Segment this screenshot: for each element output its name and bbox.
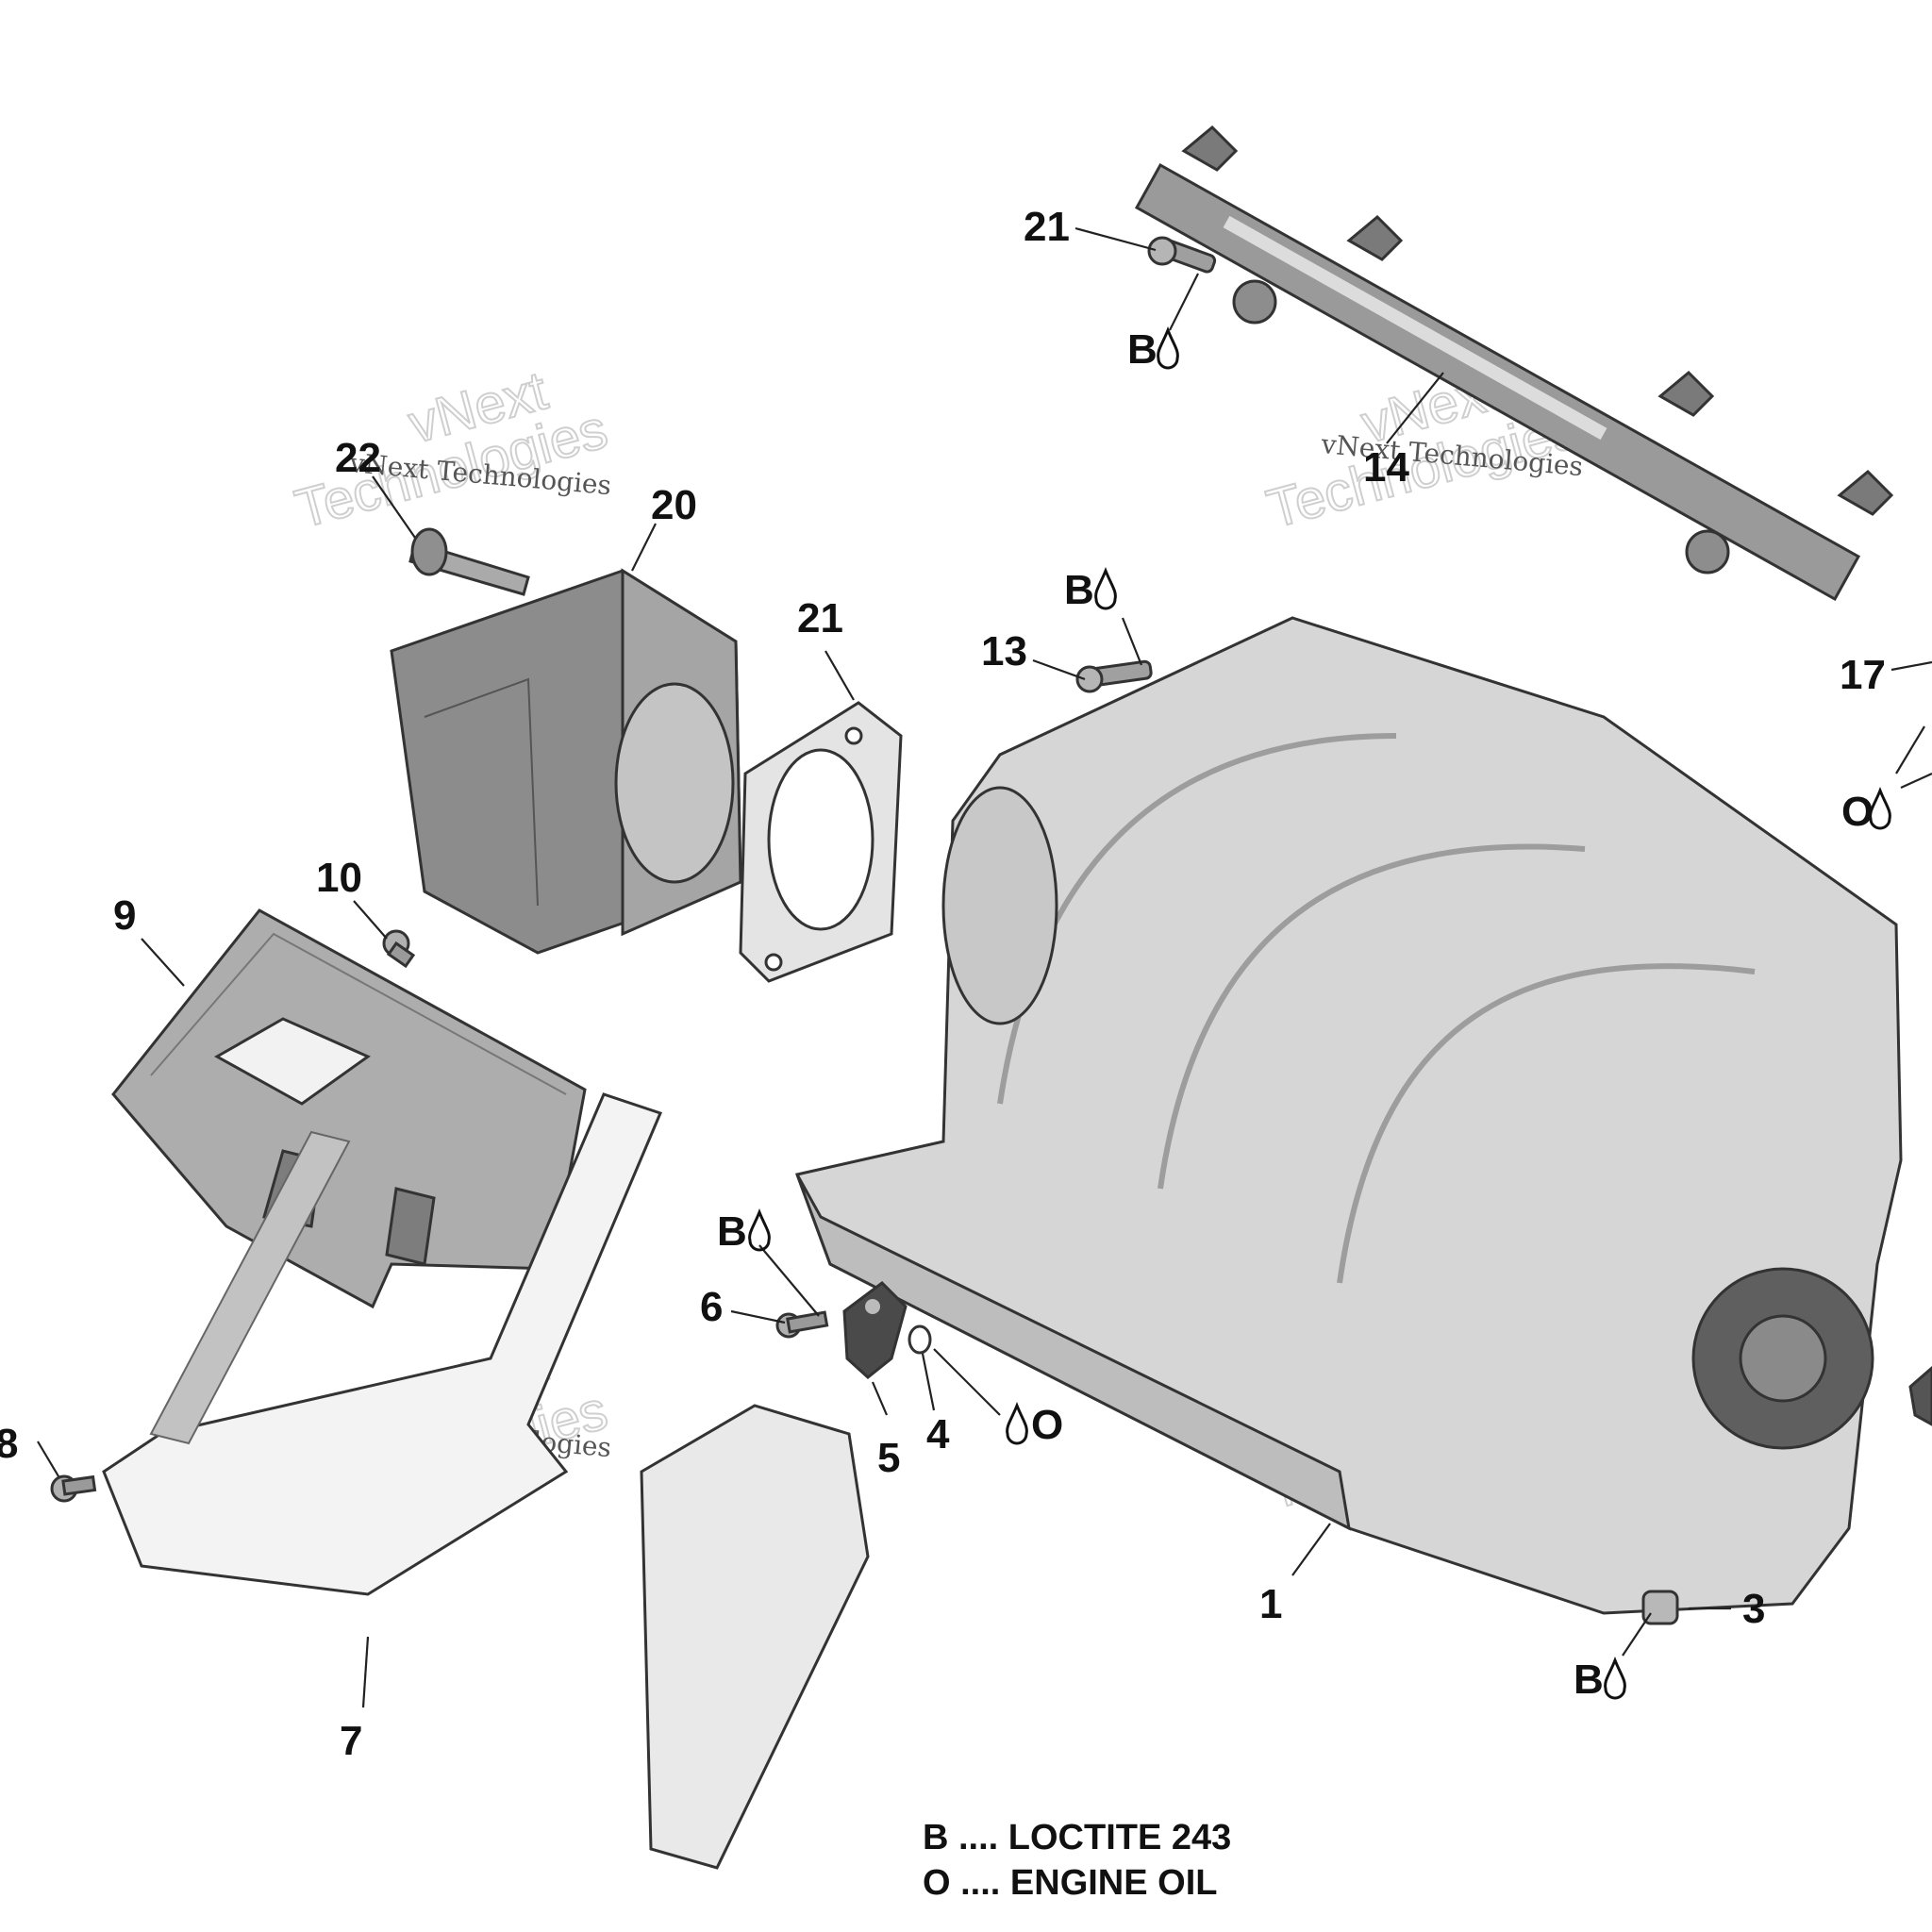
bolt-part-8 xyxy=(50,1474,97,1503)
callout-13: 13 xyxy=(981,628,1027,675)
bolt-part-13 xyxy=(1075,659,1153,693)
legend-loctite: B .... LOCTITE 243 xyxy=(923,1818,1231,1857)
leader-8 xyxy=(37,1441,59,1477)
leader-20 xyxy=(631,523,657,572)
drop-icon xyxy=(1157,325,1179,370)
leader-1 xyxy=(1291,1523,1331,1576)
callout-10: 10 xyxy=(316,855,362,901)
leader-4-o xyxy=(933,1348,1001,1416)
bolt-part-19 xyxy=(1147,236,1217,274)
fuel-rail-part-14 xyxy=(1134,125,1894,602)
leader-17-o1 xyxy=(1895,725,1925,774)
callout-19: 21 xyxy=(1024,204,1070,250)
leader-19 xyxy=(1074,226,1157,252)
callout-1: 1 xyxy=(1259,1581,1282,1627)
marker-b: B xyxy=(717,1208,747,1255)
leader-3-b xyxy=(1622,1612,1652,1657)
callout-3: 3 xyxy=(1742,1586,1765,1632)
callout-4: 4 xyxy=(926,1411,950,1457)
bolt-part-6 xyxy=(775,1310,829,1339)
drop-icon xyxy=(748,1208,771,1252)
leader-22 xyxy=(372,475,416,539)
sensor-part-22 xyxy=(408,527,530,596)
bracket-part-7 xyxy=(102,1092,870,1870)
callout-9: 9 xyxy=(113,892,136,939)
legend: B .... LOCTITE 243 O .... ENGINE OIL xyxy=(923,1818,1231,1903)
marker-o: O xyxy=(1841,789,1874,835)
marker-o: O xyxy=(1031,1402,1063,1448)
callout-7: 7 xyxy=(340,1718,362,1764)
leader-6-b xyxy=(758,1244,820,1317)
screw-part-10 xyxy=(382,929,416,969)
o-ring-part-4 xyxy=(908,1324,932,1355)
gasket-part-21 xyxy=(739,701,903,983)
leader-21 xyxy=(824,650,855,701)
callout-14: 14 xyxy=(1363,444,1409,491)
compound-markers: B B O B O B xyxy=(717,325,1891,1703)
marker-b: B xyxy=(1064,567,1094,613)
leader-17 xyxy=(1890,660,1932,672)
leader-14 xyxy=(1386,372,1444,444)
drop-icon xyxy=(1006,1401,1028,1445)
callout-6: 6 xyxy=(700,1284,723,1330)
plug-part-3 xyxy=(1641,1590,1679,1625)
grommet-part-5 xyxy=(842,1281,908,1379)
electronic-module-part-9 xyxy=(111,908,587,1309)
leader-6 xyxy=(730,1309,786,1324)
drop-icon xyxy=(1094,566,1117,610)
leader-5 xyxy=(871,1381,889,1416)
leader-9 xyxy=(141,938,185,987)
drop-icon xyxy=(1604,1656,1626,1700)
callout-5: 5 xyxy=(877,1435,900,1481)
part-17-edge xyxy=(1908,1366,1932,1426)
intake-manifold-part-1 xyxy=(795,616,1903,1615)
leader-17-o2 xyxy=(1900,772,1932,790)
leader-lines xyxy=(37,226,1932,1708)
leader-13 xyxy=(1032,658,1086,681)
leader-19-b xyxy=(1169,273,1199,331)
marker-b: B xyxy=(1574,1657,1604,1703)
callout-20: 20 xyxy=(651,482,697,528)
marker-b: B xyxy=(1127,326,1158,373)
throttle-body-part-20 xyxy=(390,568,742,955)
callout-8: 8 xyxy=(0,1421,18,1467)
leader-7 xyxy=(361,1636,370,1708)
callout-17: 17 xyxy=(1840,652,1886,698)
drop-icon xyxy=(1869,786,1891,830)
callout-labels: 21 14 22 20 21 13 17 10 9 8 6 5 4 7 1 3 xyxy=(0,204,1886,1764)
leader-4 xyxy=(921,1353,936,1411)
callout-21: 21 xyxy=(797,595,843,641)
callout-22: 22 xyxy=(335,435,381,481)
leader-13-b xyxy=(1121,617,1143,666)
legend-engine-oil: O .... ENGINE OIL xyxy=(923,1863,1217,1903)
leader-10 xyxy=(353,900,388,940)
